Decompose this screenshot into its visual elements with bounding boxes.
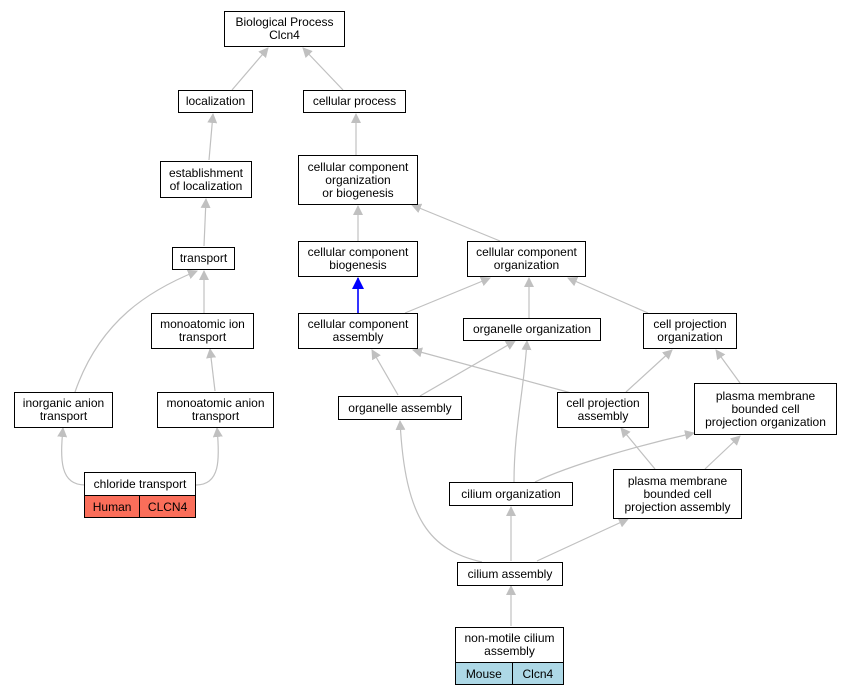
node-monoatomic-anion-transport[interactable]: monoatomic anion transport [157, 392, 274, 428]
edge-organelle-assembly-to-organelle-organization [419, 340, 516, 397]
human-annotation: Human CLCN4 [84, 496, 196, 518]
species-label: Human [92, 499, 132, 514]
edge-establishment-to-localization [207, 113, 218, 161]
edges [57, 47, 741, 626]
edge-cc-assembly-to-cc-organization [404, 276, 491, 314]
node-cc-organization[interactable]: cellular component organization [467, 241, 586, 277]
edge-monoatomic-anion-to-monoatomic-ion [206, 348, 217, 392]
edge-organelle-assembly-to-cc-assembly [371, 349, 399, 396]
node-non-motile-cilium-assembly[interactable]: non-motile cilium assembly [455, 627, 564, 663]
node-monoatomic-ion-transport[interactable]: monoatomic ion transport [151, 313, 254, 349]
edge-cilium-organization-to-organelle-organization [513, 340, 532, 483]
node-chloride-transport[interactable]: chloride transport [84, 472, 196, 496]
edge-pmbcpo-to-cell-projection-organization [715, 349, 741, 384]
edge-chloride-to-inorganic-anion [57, 427, 86, 486]
edge-cellular-process-to-bp [302, 47, 344, 91]
node-localization[interactable]: localization [178, 90, 253, 113]
mouse-annotation: Mouse Clcn4 [455, 663, 564, 685]
node-biological-process[interactable]: Biological Process Clcn4 [224, 11, 345, 47]
edge-cilium-organization-to-pmbcpo [534, 430, 695, 483]
edge-cilium-assembly-to-pmbcpa [536, 518, 629, 562]
node-transport[interactable]: transport [172, 247, 235, 270]
edge-cell-projection-assembly-to-cell-projection-organization [625, 349, 673, 393]
edge-localization-to-bp [231, 47, 269, 91]
node-organelle-assembly[interactable]: organelle assembly [338, 396, 462, 420]
node-cc-assembly[interactable]: cellular component assembly [298, 313, 418, 349]
edge-chloride-to-monoatomic-anion [195, 427, 223, 486]
edge-pmbcpa-to-cell-projection-assembly [620, 427, 656, 470]
node-pmbcpo[interactable]: plasma membrane bounded cell projection … [694, 383, 837, 435]
node-cell-projection-organization[interactable]: cell projection organization [643, 313, 737, 349]
node-pmbcpa[interactable]: plasma membrane bounded cell projection … [613, 469, 742, 519]
edge-cc-organization-to-ccob [411, 203, 501, 242]
edge-cell-projection-assembly-to-cc-assembly [412, 347, 576, 395]
edge-cilium-assembly-to-organelle-assembly [395, 420, 483, 563]
node-ccob[interactable]: cellular component organization or bioge… [298, 155, 418, 205]
node-establishment-of-localization[interactable]: establishment of localization [160, 161, 252, 198]
edge-transport-to-establishment [200, 198, 211, 247]
node-organelle-organization[interactable]: organelle organization [463, 318, 601, 341]
node-cellular-process[interactable]: cellular process [303, 90, 406, 113]
species-label: Mouse [465, 666, 502, 681]
node-cell-projection-assembly[interactable]: cell projection assembly [557, 392, 649, 428]
gene-label: Clcn4 [511, 663, 563, 684]
node-inorganic-anion-transport[interactable]: inorganic anion transport [14, 392, 113, 428]
gene-label: CLCN4 [139, 496, 195, 517]
node-cilium-organization[interactable]: cilium organization [449, 482, 573, 506]
edge-cell-projection-organization-to-cc-organization [567, 277, 649, 314]
edge-inorganic-anion-to-transport [74, 269, 198, 393]
node-cilium-assembly[interactable]: cilium assembly [457, 562, 563, 586]
edge-pmbcpa-to-pmbcpo [704, 435, 741, 470]
node-cc-biogenesis[interactable]: cellular component biogenesis [298, 241, 418, 277]
